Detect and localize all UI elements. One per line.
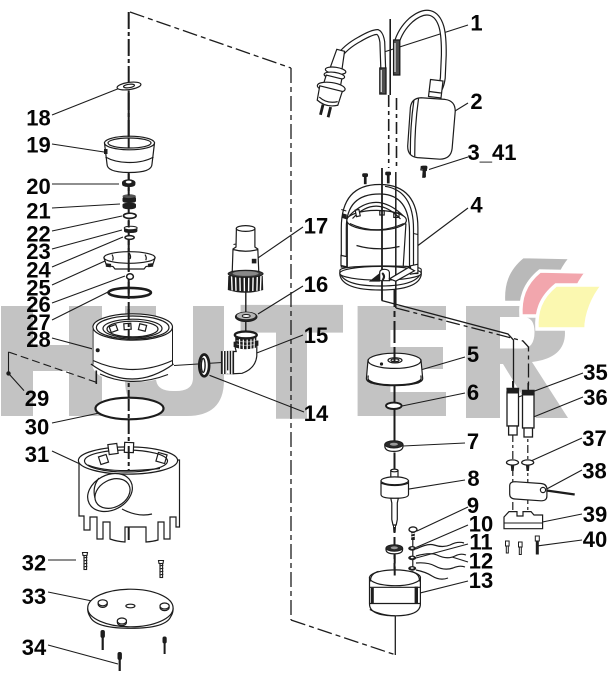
svg-text:36: 36 <box>583 385 607 410</box>
svg-text:6: 6 <box>467 380 479 405</box>
svg-text:9: 9 <box>467 493 479 518</box>
svg-text:26: 26 <box>26 292 50 317</box>
svg-text:40: 40 <box>583 527 607 552</box>
svg-text:28: 28 <box>26 327 50 352</box>
svg-text:12: 12 <box>469 549 493 574</box>
svg-text:16: 16 <box>304 272 328 297</box>
svg-text:23: 23 <box>26 239 50 264</box>
svg-text:31: 31 <box>25 442 49 467</box>
svg-text:25: 25 <box>26 276 50 301</box>
svg-text:24: 24 <box>26 258 51 283</box>
svg-text:39: 39 <box>583 502 607 527</box>
svg-text:32: 32 <box>22 551 46 576</box>
svg-text:8: 8 <box>467 466 479 491</box>
svg-text:7: 7 <box>467 429 479 454</box>
svg-text:35: 35 <box>583 360 607 385</box>
svg-text:34: 34 <box>22 635 47 660</box>
svg-text:37: 37 <box>582 426 606 451</box>
svg-text:29: 29 <box>25 386 49 411</box>
svg-text:22: 22 <box>26 222 50 247</box>
svg-text:19: 19 <box>26 133 50 158</box>
svg-text:5: 5 <box>467 342 479 367</box>
svg-text:2: 2 <box>470 89 482 114</box>
svg-text:10: 10 <box>469 512 493 537</box>
svg-text:3_41: 3_41 <box>468 140 517 165</box>
svg-text:17: 17 <box>304 214 328 239</box>
svg-text:13: 13 <box>469 568 493 593</box>
svg-text:20: 20 <box>26 174 50 199</box>
svg-text:14: 14 <box>304 401 329 426</box>
svg-text:11: 11 <box>469 530 492 555</box>
svg-text:27: 27 <box>26 310 50 335</box>
svg-text:15: 15 <box>304 323 328 348</box>
svg-text:1: 1 <box>470 11 482 36</box>
svg-text:30: 30 <box>25 415 49 440</box>
svg-text:4: 4 <box>470 193 483 218</box>
svg-text:18: 18 <box>26 106 50 131</box>
svg-text:21: 21 <box>26 199 50 224</box>
svg-text:33: 33 <box>22 584 46 609</box>
svg-text:38: 38 <box>582 459 606 484</box>
